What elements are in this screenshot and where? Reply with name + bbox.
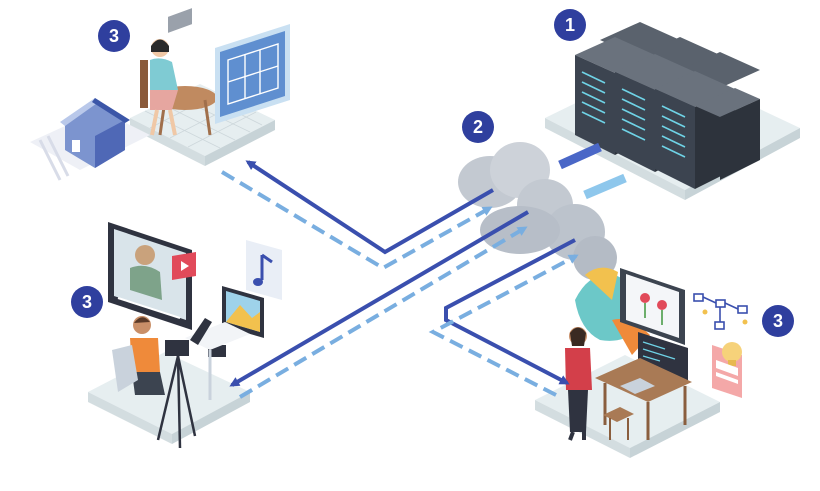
image-icon (222, 286, 264, 338)
arrow-cloud-to-developer (444, 238, 576, 385)
desk-developer (595, 358, 692, 440)
desk-video (185, 318, 250, 400)
flowchart-icon (693, 293, 748, 330)
person-videographer (112, 316, 165, 395)
arrow-video-to-cloud (238, 226, 528, 399)
badge-developer: 3 (762, 305, 794, 337)
video-player-icon (108, 222, 196, 330)
music-note-icon (246, 240, 282, 300)
server-link (558, 142, 627, 200)
badge-video: 3 (71, 286, 103, 318)
person-developer (565, 327, 592, 441)
arrow-cloud-to-video (229, 210, 530, 387)
server-rack-icon (575, 22, 760, 189)
person-designer (140, 39, 178, 136)
badge-cloud: 2 (462, 111, 494, 143)
blueprint-icon (215, 24, 290, 124)
camera-icon (156, 340, 226, 449)
arrow-developer-to-cloud (428, 254, 579, 397)
arrow-cloud-to-designer (245, 160, 494, 255)
easel-screen (620, 268, 685, 345)
house-icon (30, 98, 150, 181)
badge-designer: 3 (98, 20, 130, 52)
badge-server: 1 (554, 9, 586, 41)
lightbulb-icon (712, 342, 742, 398)
